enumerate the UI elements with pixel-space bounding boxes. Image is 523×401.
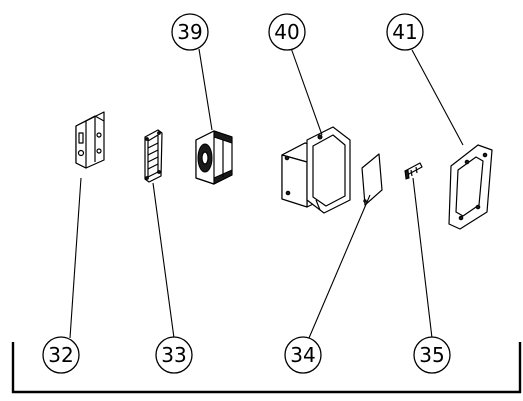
leader-39	[198, 48, 213, 131]
part-40-air-duct	[281, 126, 351, 214]
leader-40	[290, 47, 323, 136]
part-41-vent-bezel	[448, 144, 493, 230]
leader-33	[152, 182, 175, 339]
leader-lines	[69, 47, 464, 339]
callout-39-label: 39	[177, 20, 202, 44]
callout-39: 39	[171, 13, 209, 51]
callout-34: 34	[284, 336, 322, 374]
leader-34	[308, 194, 371, 339]
leader-32	[69, 177, 82, 339]
part-32-bracket	[75, 111, 105, 169]
callout-41: 41	[386, 13, 424, 51]
part-34-cover-plate	[361, 153, 383, 206]
leader-35	[412, 177, 433, 339]
callout-40-label: 40	[274, 20, 299, 44]
leader-41	[411, 49, 464, 146]
callout-34-label: 34	[290, 343, 315, 367]
part-39-cooling-fan	[195, 130, 233, 185]
part-33-fan-grille	[144, 129, 163, 183]
bottom-frame	[11, 342, 522, 394]
callout-33-label: 33	[161, 343, 186, 367]
callout-35: 35	[413, 336, 451, 374]
callout-40: 40	[268, 13, 306, 51]
callout-33: 33	[155, 336, 193, 374]
callout-35-label: 35	[419, 343, 444, 367]
part-35-small-clip	[404, 162, 423, 180]
callout-41-label: 41	[392, 20, 417, 44]
callout-32: 32	[42, 336, 80, 374]
callout-32-label: 32	[48, 343, 73, 367]
